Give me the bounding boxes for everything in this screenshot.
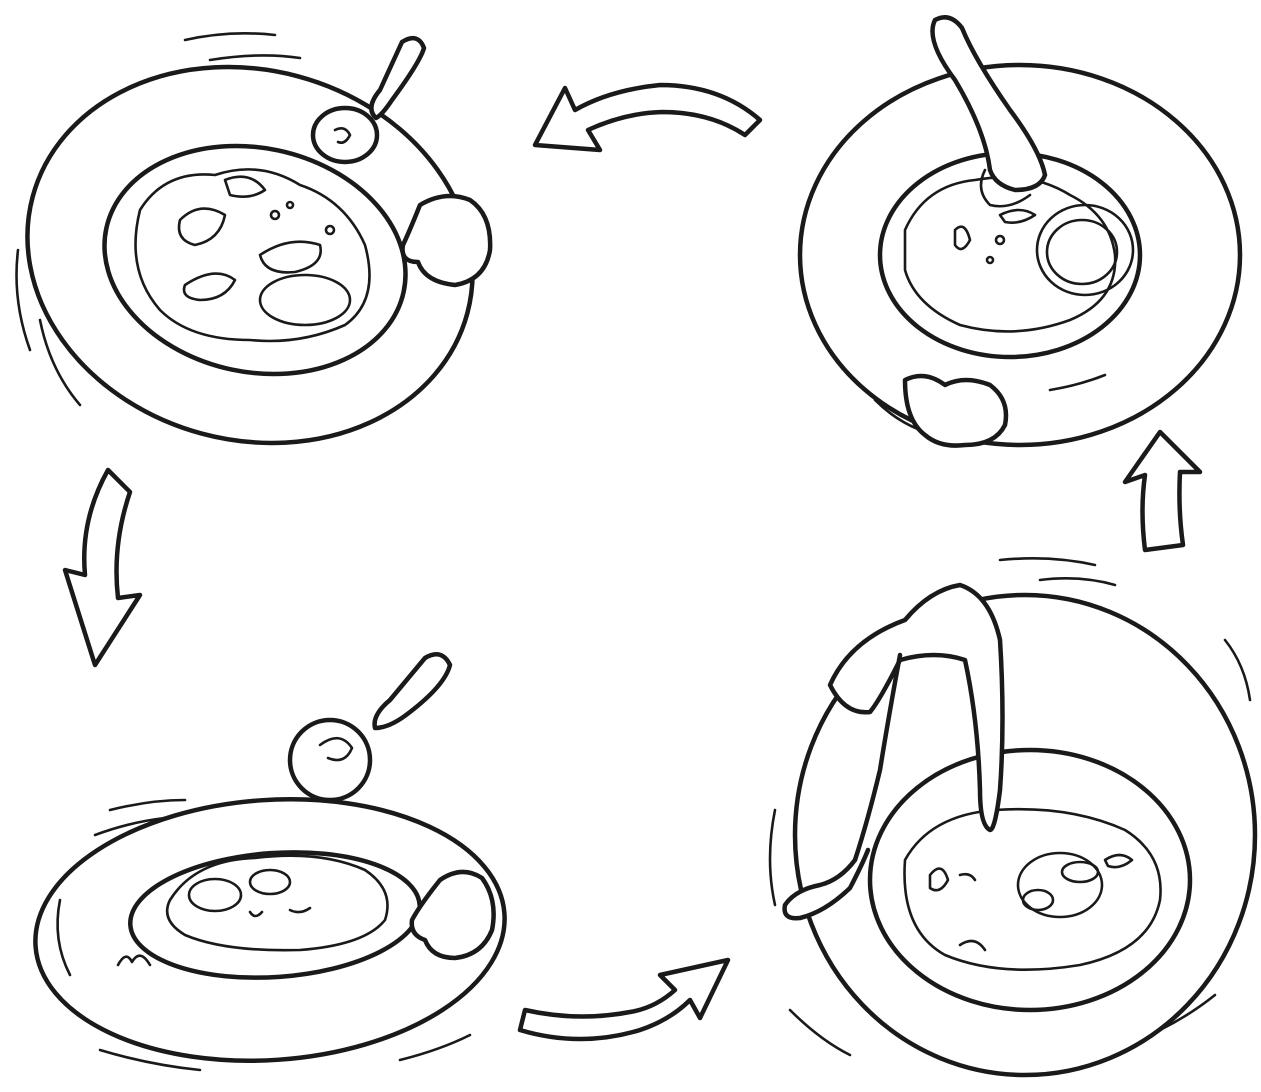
motion-lines: [17, 33, 301, 405]
plate-well: [83, 119, 427, 401]
bread-roll: [905, 376, 1006, 446]
food-chunks: [179, 177, 350, 325]
plate-well: [126, 843, 424, 987]
bread-roll: [412, 872, 494, 958]
food-chunks: [955, 205, 1133, 295]
spoon-icon: [290, 654, 450, 800]
panel-plate-with-spoon: [27, 654, 514, 1076]
fork-icon: [313, 38, 424, 162]
arrow-top-left-down: [65, 470, 140, 665]
hand-icon: [785, 585, 1003, 918]
panel-hand-scooping: [770, 558, 1255, 1075]
bread-roll: [403, 196, 491, 285]
panel-plate-with-fork: [0, 18, 515, 492]
panel-spoon-lifting-food: [800, 17, 1240, 445]
arrow-right-to-left-top: [535, 85, 760, 150]
plate-well: [870, 750, 1190, 1010]
food-portion: [905, 177, 1115, 331]
arrow-bottom-left-to-right: [520, 960, 728, 1039]
food-chunks: [930, 853, 1132, 950]
arrow-bottom-right-up: [1125, 432, 1200, 550]
